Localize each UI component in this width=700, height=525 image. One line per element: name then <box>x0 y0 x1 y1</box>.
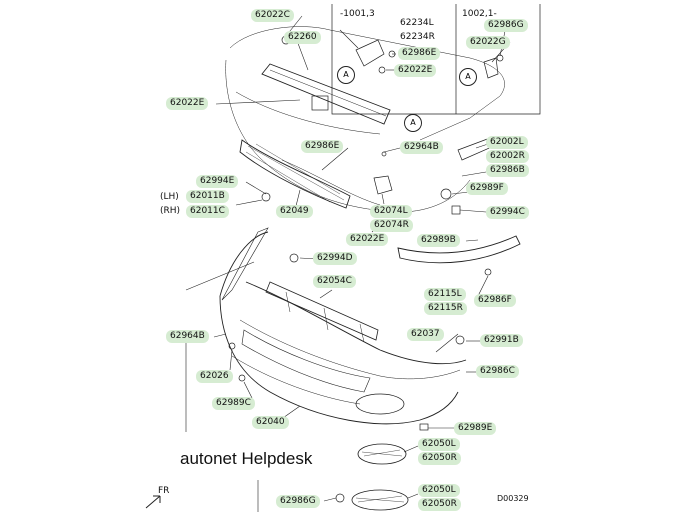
part-62022c: 62022C <box>251 9 294 22</box>
reinforcement-tabs <box>285 291 365 343</box>
part-62994e: 62994E <box>196 175 239 188</box>
inset-1-title: -1001,3 <box>340 9 375 19</box>
part-62022e-inset: 62022E <box>394 64 437 77</box>
inset-bracket-62234 <box>355 39 385 67</box>
fastener-62011 <box>261 192 271 202</box>
side-bracket <box>221 227 269 301</box>
part-62989f: 62989F <box>466 182 508 195</box>
side-label-rh: (RH) <box>160 206 181 216</box>
upper-bumper-outline <box>229 26 505 141</box>
direction-label: FR <box>158 486 170 496</box>
part-62011c: 62011C <box>186 205 229 218</box>
part-62115r: 62115R <box>424 302 467 315</box>
part-62050r-a: 62050R <box>418 452 461 465</box>
part-62050l-a: 62050L <box>418 438 460 451</box>
support-beam-inner <box>269 69 387 117</box>
inset-clip-62022g <box>483 57 499 79</box>
part-62964b-left: 62964B <box>166 330 209 343</box>
part-62989c: 62989C <box>212 397 255 410</box>
part-62002l: 62002L <box>486 136 528 149</box>
fascia-crease <box>239 319 461 380</box>
part-62234r: 62234R <box>400 32 435 42</box>
side-label-lh: (LH) <box>160 192 179 202</box>
callout-a-main: A <box>404 114 422 132</box>
upper-bumper-crease <box>235 91 381 135</box>
fog-cover-a <box>357 443 407 465</box>
part-62040: 62040 <box>252 416 289 429</box>
support-beam-bracket <box>311 95 329 111</box>
inset-2-title: 1002,1- <box>462 9 497 19</box>
upper-bumper-lip <box>281 159 381 206</box>
grille-mesh <box>245 143 345 203</box>
fascia-left-edge <box>219 231 269 297</box>
fascia-bottom <box>219 295 459 425</box>
part-62994c: 62994C <box>486 206 529 219</box>
part-62050l-b: 62050L <box>418 484 460 497</box>
part-62986g-bottom: 62986G <box>276 495 320 508</box>
part-62049: 62049 <box>276 205 313 218</box>
lower-lip-strip <box>397 235 521 264</box>
part-62011b: 62011B <box>186 190 229 203</box>
fog-cover-b-mesh <box>355 495 405 503</box>
part-62986g-inset: 62986G <box>484 19 528 32</box>
bracket-62074 <box>373 175 393 195</box>
fastener-62986g-bottom <box>335 493 345 503</box>
fascia-top <box>245 281 467 365</box>
clip-62989f <box>440 188 452 200</box>
part-62037: 62037 <box>407 328 444 341</box>
part-62986e-inset: 62986E <box>398 47 441 60</box>
support-beam <box>261 63 391 125</box>
fastener-62991b <box>455 335 465 345</box>
inset-frame <box>331 4 541 115</box>
part-62986e-mid: 62986E <box>301 140 344 153</box>
fastener-62989c <box>238 374 246 382</box>
drawing-number: D00329 <box>497 494 529 503</box>
part-62022e-left: 62022E <box>166 97 209 110</box>
clip-62994c <box>451 205 461 215</box>
part-62115l: 62115L <box>424 288 466 301</box>
part-62986b: 62986B <box>486 164 529 177</box>
callout-a-inset-2: A <box>459 68 477 86</box>
part-62074r: 62074R <box>370 219 413 232</box>
brand-watermark: autonet Helpdesk <box>180 449 313 468</box>
fog-cover-b <box>351 489 409 511</box>
fastener-62986f <box>484 268 492 276</box>
part-62989e: 62989E <box>454 422 497 435</box>
part-62054c: 62054C <box>313 275 356 288</box>
part-62989b: 62989B <box>417 234 460 247</box>
callout-a-inset-1: A <box>337 66 355 84</box>
part-62022e-low: 62022E <box>346 233 389 246</box>
inset-clip-62022e <box>378 66 386 74</box>
part-62260: 62260 <box>284 31 321 44</box>
fog-lamp-opening <box>355 393 405 415</box>
part-62991b: 62991B <box>480 334 523 347</box>
part-62026: 62026 <box>196 370 233 383</box>
fastener-62989e <box>419 423 429 431</box>
fastener-62964b-top <box>381 151 387 157</box>
part-62002r: 62002R <box>486 150 529 163</box>
part-62986c: 62986C <box>476 365 519 378</box>
part-62994d: 62994D <box>313 252 357 265</box>
lower-grille-opening <box>241 329 371 393</box>
part-62234l: 62234L <box>400 18 434 28</box>
part-62964b-top: 62964B <box>400 141 443 154</box>
fog-cover-a-mesh <box>361 449 403 457</box>
part-62074l: 62074L <box>370 205 412 218</box>
part-62986f: 62986F <box>474 294 516 307</box>
fascia-lower-crease <box>231 355 361 405</box>
part-62022g: 62022G <box>466 36 510 49</box>
upper-grille <box>239 139 351 209</box>
fastener-62026 <box>228 342 236 350</box>
reinforcement-62054c <box>265 281 379 341</box>
fastener-62994d <box>289 253 299 263</box>
fr-arrow <box>145 495 161 509</box>
part-62050r-b: 62050R <box>418 498 461 511</box>
